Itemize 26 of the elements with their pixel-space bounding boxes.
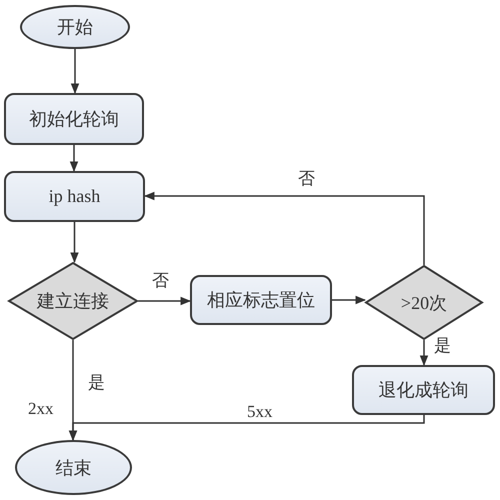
arrow [138, 296, 192, 306]
process-box [4, 93, 144, 145]
arrow [70, 222, 79, 264]
decision-diamond [8, 262, 138, 340]
edge-label: 否 [296, 170, 317, 189]
process-box [352, 365, 495, 415]
arrow [70, 49, 80, 94]
node-text: 结束 [56, 456, 92, 480]
node-text: ip hash [48, 186, 100, 207]
node-text: 相应标志置位 [207, 289, 315, 312]
edge-label: 是 [86, 374, 107, 393]
node-text: 建立连接 [37, 290, 109, 313]
node-text: 退化成轮询 [378, 379, 468, 402]
arrow [420, 340, 428, 366]
arrow [144, 192, 425, 265]
arrow [70, 145, 78, 172]
arrow [332, 296, 366, 304]
node-text: >20次 [400, 292, 448, 314]
status-code-label: 2xx [28, 400, 54, 419]
process-box [190, 275, 332, 325]
node-text: 初始化轮询 [29, 108, 119, 131]
edge-label: 是 [432, 337, 453, 356]
node-text: 开始 [57, 16, 93, 39]
arrow [68, 415, 425, 442]
edge-label: 否 [150, 272, 171, 291]
process-box [4, 171, 145, 222]
